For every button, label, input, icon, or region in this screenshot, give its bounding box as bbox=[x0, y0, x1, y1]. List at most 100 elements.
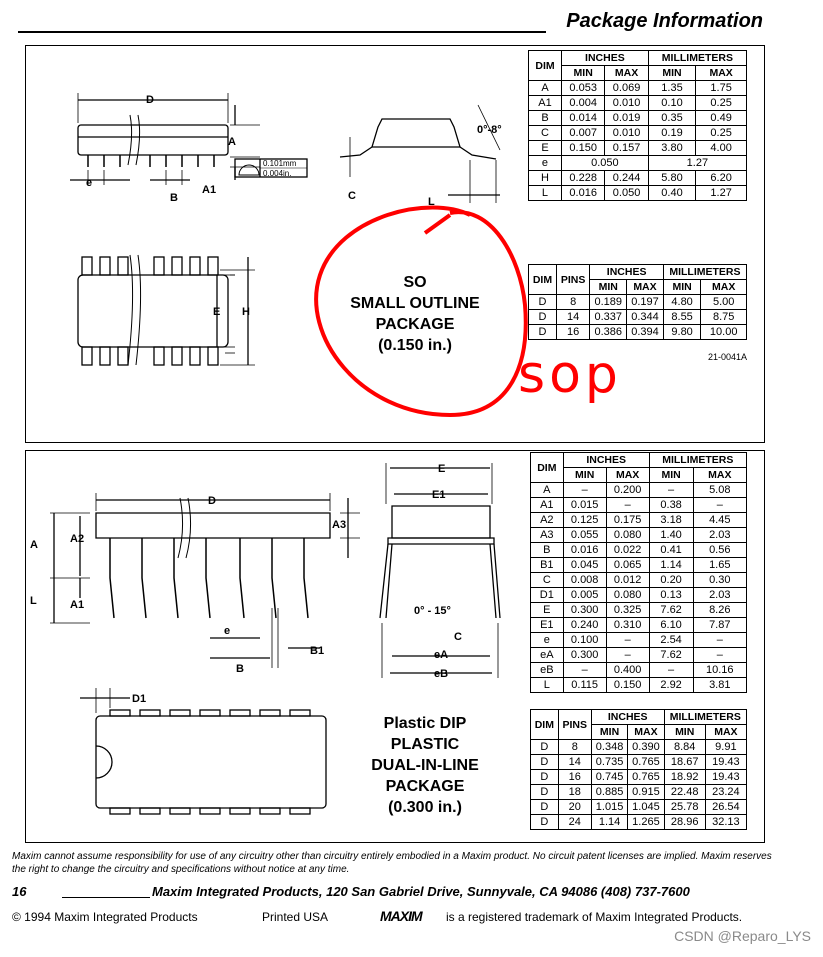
printed-usa: Printed USA bbox=[262, 910, 329, 924]
so-angle-label: 0°-8° bbox=[477, 124, 502, 136]
so-panel bbox=[25, 45, 765, 443]
col-max: MAX bbox=[627, 724, 665, 740]
col-max: MAX bbox=[604, 65, 649, 81]
dip-dims-table: DIM INCHES MILLIMETERS MIN MAX MIN MAX A… bbox=[530, 452, 748, 693]
col-min: MIN bbox=[648, 467, 694, 483]
so-dim-l-label: L bbox=[428, 196, 435, 208]
so-name-line: SMALL OUTLINE bbox=[350, 295, 480, 312]
dip-dim-eb-label: eB bbox=[434, 668, 448, 680]
maxim-logo: MAXIM bbox=[380, 908, 423, 924]
page-number: 16 bbox=[12, 884, 27, 899]
footer-rule bbox=[62, 897, 150, 898]
col-mm: MILLIMETERS bbox=[647, 50, 748, 66]
watermark: CSDN @Reparo_LYS bbox=[674, 928, 811, 944]
col-dim: DIM bbox=[530, 452, 564, 483]
so-package-name: SO SMALL OUTLINE PACKAGE (0.150 in.) bbox=[325, 272, 505, 356]
col-pins: PINS bbox=[557, 709, 592, 740]
trademark-text: is a registered trademark of Maxim Integ… bbox=[446, 910, 743, 924]
col-max: MAX bbox=[700, 279, 747, 295]
dip-dim-l-label: L bbox=[30, 595, 37, 607]
dip-pins-table: DIM PINS INCHES MILLIMETERS MIN MAX MIN … bbox=[530, 709, 748, 830]
col-min: MIN bbox=[560, 65, 606, 81]
col-inches: INCHES bbox=[590, 709, 665, 725]
dip-name-line: (0.300 in.) bbox=[388, 799, 462, 816]
dip-angle-label: 0° - 15° bbox=[414, 605, 451, 617]
dip-name-line: DUAL-IN-LINE bbox=[371, 757, 479, 774]
col-min: MIN bbox=[562, 467, 607, 483]
so-name-line: PACKAGE bbox=[375, 316, 455, 333]
so-dim-h-label: H bbox=[242, 306, 250, 318]
col-max: MAX bbox=[704, 724, 748, 740]
dip-dim-c-label: C bbox=[454, 631, 462, 643]
page-title: Package Information bbox=[566, 10, 763, 32]
col-min: MIN bbox=[589, 279, 628, 295]
dip-dim-a-label: A bbox=[30, 539, 38, 551]
so-dim-a1-label: A1 bbox=[202, 184, 216, 196]
dip-dim-d1-label: D1 bbox=[132, 693, 146, 705]
so-name-line: SO bbox=[403, 274, 427, 291]
dip-dim-e-label: e bbox=[224, 625, 230, 637]
col-mm: MILLIMETERS bbox=[648, 452, 748, 468]
dip-dim-ea-label: eA bbox=[434, 649, 448, 661]
so-dim-e-label: e bbox=[86, 177, 92, 189]
so-tol-mm: 0.101mm bbox=[263, 159, 297, 168]
col-min: MIN bbox=[663, 724, 706, 740]
so-name-line: (0.150 in.) bbox=[378, 337, 452, 354]
dip-drawing: D A A2 A3 L A1 e B B1 E E1 0° - 15° C eA… bbox=[30, 463, 501, 815]
dip-dim-a1-label: A1 bbox=[70, 599, 84, 611]
so-dims-table: DIM INCHES MILLIMETERS MIN MAX MIN MAX A… bbox=[528, 50, 748, 201]
table-row: A–0.200–5.08 bbox=[530, 482, 748, 498]
table-row: eB–0.400–10.16 bbox=[530, 662, 748, 678]
col-dim: DIM bbox=[528, 50, 562, 81]
col-max: MAX bbox=[692, 467, 748, 483]
dip-dim-e1-label: E1 bbox=[432, 489, 445, 501]
so-dim-a-label: A bbox=[228, 136, 236, 148]
dip-name-line: Plastic DIP bbox=[383, 715, 467, 732]
col-min: MIN bbox=[662, 279, 702, 295]
so-pins-table: DIM PINS INCHES MILLIMETERS MIN MAX MIN … bbox=[528, 264, 748, 340]
dip-dim-e-width-label: E bbox=[438, 463, 445, 475]
col-min: MIN bbox=[647, 65, 697, 81]
col-inches: INCHES bbox=[589, 264, 664, 280]
dip-dim-a3-label: A3 bbox=[332, 519, 346, 531]
col-min: MIN bbox=[590, 724, 629, 740]
col-max: MAX bbox=[605, 467, 650, 483]
dip-dim-a2-label: A2 bbox=[70, 533, 84, 545]
dip-dim-b1-label: B1 bbox=[310, 645, 324, 657]
col-dim: DIM bbox=[528, 264, 557, 295]
disclaimer: Maxim cannot assume responsibility for u… bbox=[12, 851, 772, 875]
so-drawing-ref: 21-0041A bbox=[708, 352, 748, 362]
dip-dim-b-label: B bbox=[236, 663, 244, 675]
dip-name-line: PLASTIC bbox=[390, 736, 460, 753]
header-rule bbox=[18, 31, 546, 33]
so-dim-e-width-label: E bbox=[213, 306, 220, 318]
col-dim: DIM bbox=[530, 709, 559, 740]
col-max: MAX bbox=[626, 279, 664, 295]
dip-dim-d-label: D bbox=[208, 495, 216, 507]
dip-package-name: Plastic DIP PLASTIC DUAL-IN-LINE PACKAGE… bbox=[340, 713, 510, 818]
dip-name-line: PACKAGE bbox=[385, 778, 465, 795]
